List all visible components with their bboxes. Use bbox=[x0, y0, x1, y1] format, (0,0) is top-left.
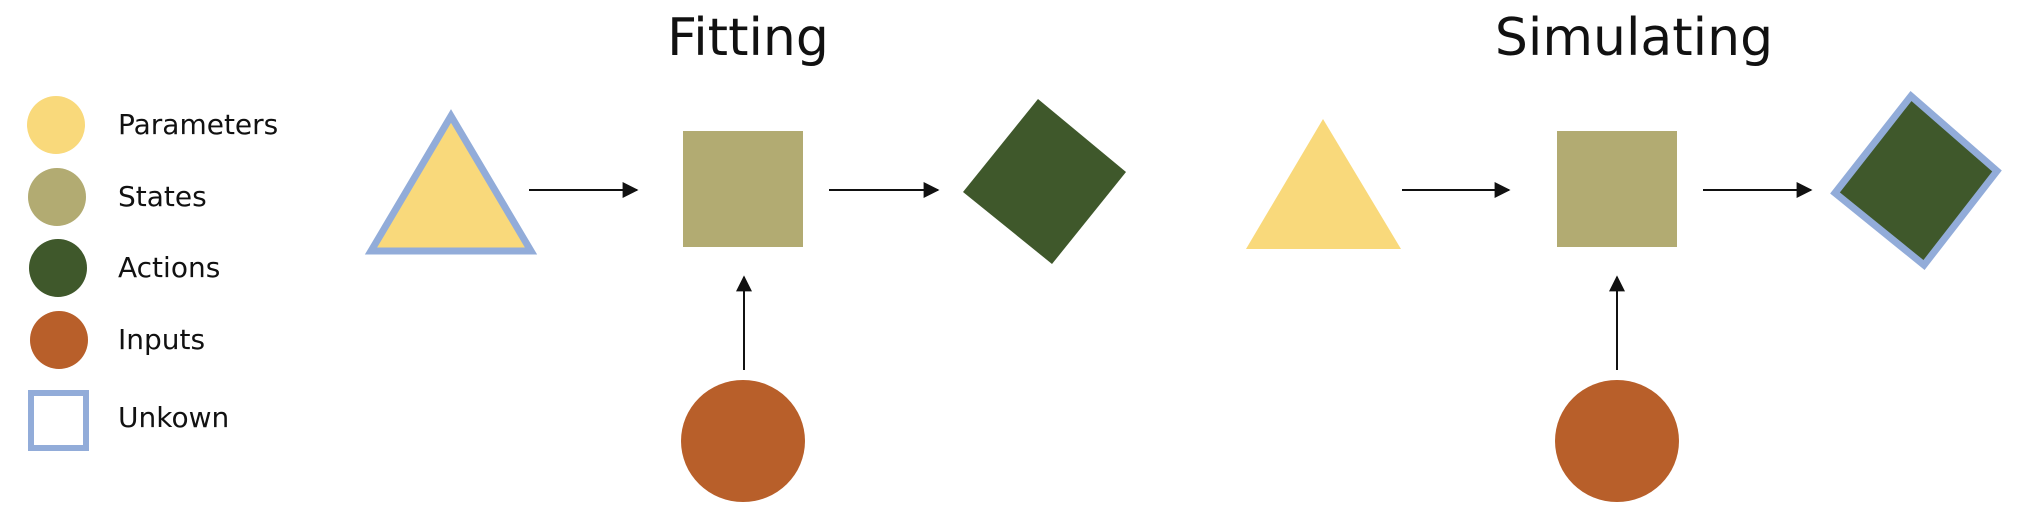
legend-item-unknown: Unkown bbox=[28, 390, 229, 451]
actions-diamond-unknown bbox=[1830, 90, 2002, 270]
parameters-triangle-unknown bbox=[364, 109, 538, 255]
inputs-circle bbox=[1555, 380, 1679, 502]
inputs-circle bbox=[681, 380, 805, 502]
actions-legend-icon bbox=[29, 239, 87, 297]
legend-item-actions: Actions bbox=[29, 239, 220, 297]
legend-item-states: States bbox=[28, 168, 207, 226]
states-legend-icon bbox=[28, 168, 86, 226]
parameters-triangle bbox=[1246, 119, 1401, 249]
panel-fitting: Fitting bbox=[364, 8, 1126, 502]
legend-label-actions: Actions bbox=[118, 251, 220, 284]
legend-item-parameters: Parameters bbox=[27, 96, 278, 154]
legend: Parameters States Actions Inputs Unkown bbox=[27, 96, 278, 451]
parameters-legend-icon bbox=[27, 96, 85, 154]
states-square bbox=[1557, 131, 1677, 247]
states-square bbox=[683, 131, 803, 247]
actions-diamond bbox=[963, 99, 1126, 264]
legend-label-states: States bbox=[118, 180, 207, 213]
legend-label-unknown: Unkown bbox=[118, 401, 229, 434]
inputs-legend-icon bbox=[30, 311, 88, 369]
unknown-legend-icon bbox=[28, 390, 89, 451]
legend-label-inputs: Inputs bbox=[118, 323, 205, 356]
panel-title-fitting: Fitting bbox=[667, 8, 829, 68]
legend-label-parameters: Parameters bbox=[118, 108, 278, 141]
panel-title-simulating: Simulating bbox=[1495, 8, 1773, 68]
legend-item-inputs: Inputs bbox=[30, 311, 205, 369]
panel-simulating: Simulating bbox=[1246, 8, 2002, 502]
